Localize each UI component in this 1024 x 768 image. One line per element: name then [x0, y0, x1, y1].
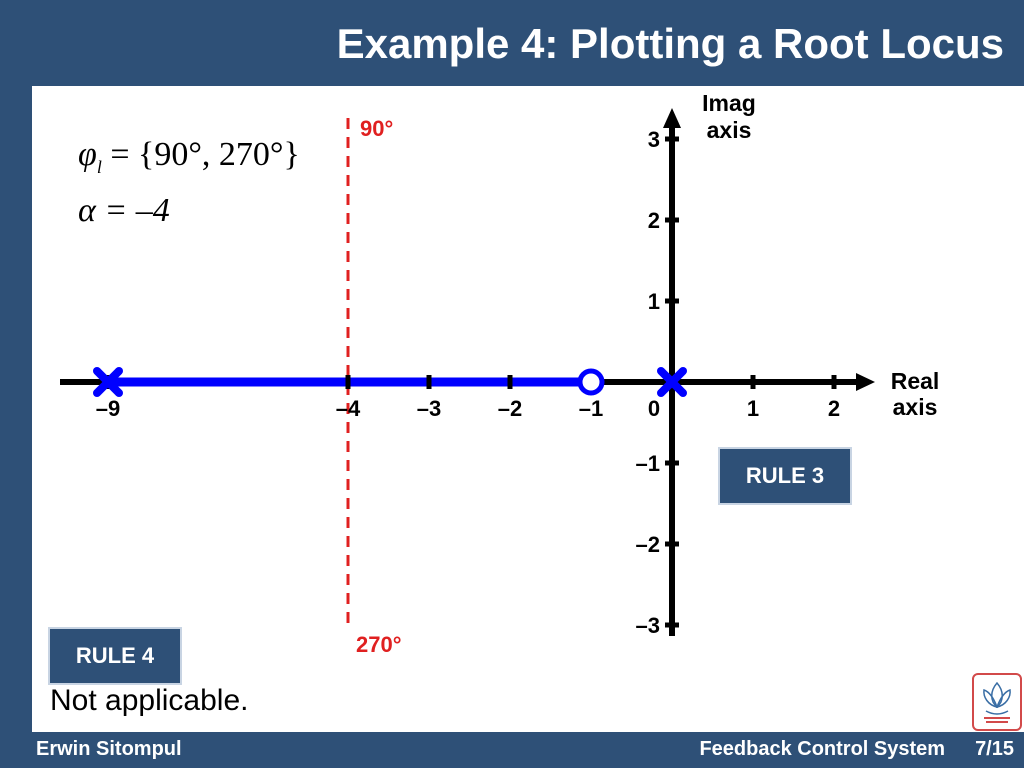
real-axis-arrow-icon	[856, 373, 875, 391]
asymptote-angle-90-label: 90°	[360, 116, 393, 141]
rule-4-note: Not applicable.	[50, 684, 249, 717]
imag-axis-arrow-icon	[663, 108, 681, 128]
alpha-equation: α = –4	[78, 192, 170, 229]
asymptote-angle-270-label: 270°	[356, 632, 402, 657]
x-tick-label: 2	[828, 396, 840, 421]
phi-rhs: = {90°, 270°}	[110, 136, 300, 173]
x-tick-label: –4	[336, 396, 361, 421]
content-panel	[32, 86, 1024, 732]
footer-author: Erwin Sitompul	[36, 738, 182, 760]
y-tick-label: –3	[636, 613, 660, 638]
phi-symbol: φ	[78, 136, 97, 173]
real-axis-label: Real	[891, 368, 940, 394]
x-tick-label: –9	[96, 396, 120, 421]
slide-title: Example 4: Plotting a Root Locus	[336, 20, 1004, 67]
x-tick-label: 1	[747, 396, 759, 421]
pole-marker-icon	[657, 367, 687, 397]
y-tick-label: 3	[648, 127, 660, 152]
phi-subscript: l	[96, 156, 102, 177]
x-tick-label: –2	[498, 396, 522, 421]
y-tick-label: 1	[648, 289, 660, 314]
x-tick-label: 0	[648, 396, 660, 421]
y-tick-label: 2	[648, 208, 660, 233]
imag-axis-label: Imag	[702, 90, 756, 116]
pole-marker-icon	[93, 367, 123, 397]
x-tick-label: –3	[417, 396, 441, 421]
rule-4-badge: RULE 4	[48, 627, 182, 685]
footer-page-number: 7/15	[975, 738, 1014, 760]
footer-course-page: Feedback Control System 7/15	[699, 738, 1014, 761]
footer-course: Feedback Control System	[699, 738, 946, 760]
phi-equation: φl = {90°, 270°}	[78, 136, 300, 178]
imag-axis-label: axis	[707, 117, 752, 143]
y-tick-label: –2	[636, 532, 660, 557]
y-tick-label: –1	[636, 451, 660, 476]
real-axis-label: axis	[893, 394, 938, 420]
university-logo	[972, 673, 1022, 731]
x-tick-label: –1	[579, 396, 603, 421]
zero-marker-icon	[577, 368, 605, 396]
rule-3-badge: RULE 3	[718, 447, 852, 505]
lotus-logo-icon	[983, 681, 1011, 723]
